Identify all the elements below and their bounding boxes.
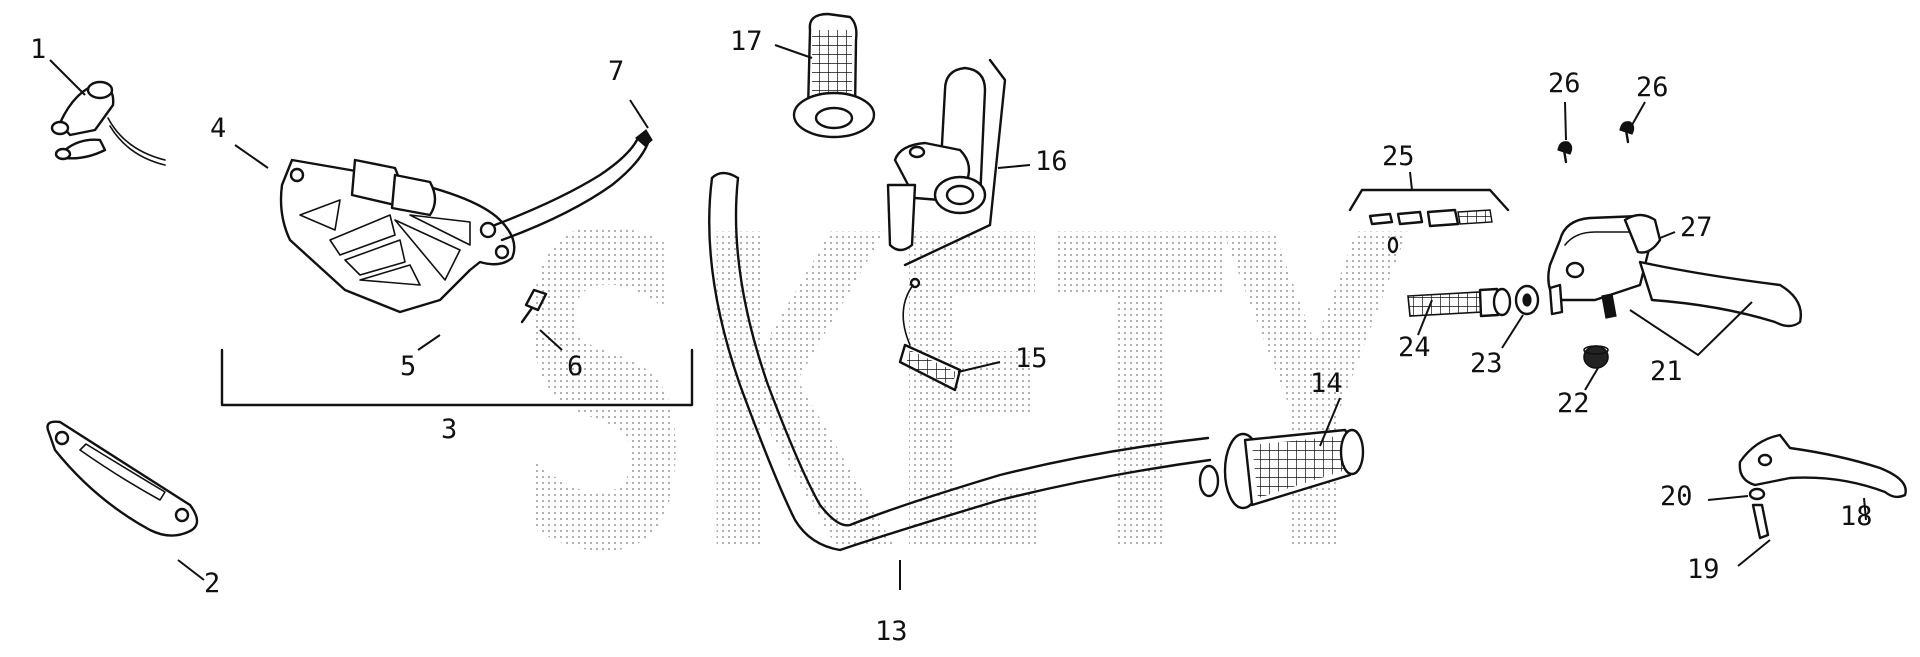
watermark: SKETY xyxy=(515,147,1408,647)
part-7-wire-harness xyxy=(493,129,653,242)
part-20-washer xyxy=(1748,487,1766,501)
part-26-screw xyxy=(1557,141,1573,164)
part-3-assembly-bracket xyxy=(220,348,694,407)
label-part-3: 3 xyxy=(441,414,457,445)
label-part-4: 4 xyxy=(210,113,226,144)
label-part-1: 1 xyxy=(30,34,46,65)
part-22-nut xyxy=(1583,345,1609,369)
label-part-27: 27 xyxy=(1680,212,1713,243)
label-part-20: 20 xyxy=(1660,481,1693,512)
part-27-master-cylinder xyxy=(1547,213,1802,328)
label-part-6: 6 xyxy=(567,351,583,382)
part-2-mounting-plate xyxy=(46,420,199,537)
label-part-26-right: 26 xyxy=(1636,72,1669,103)
label-part-14: 14 xyxy=(1310,368,1343,399)
part-18-lever xyxy=(1738,433,1907,499)
label-part-18: 18 xyxy=(1840,501,1873,532)
part-24-adjuster-bolt xyxy=(1407,287,1512,318)
label-part-23: 23 xyxy=(1470,348,1503,379)
label-part-7: 7 xyxy=(608,56,624,87)
part-17-grip xyxy=(792,12,876,139)
part-4-switch-housing xyxy=(279,158,516,314)
label-part-16: 16 xyxy=(1035,146,1068,177)
part-1-switch-clamp xyxy=(50,80,166,166)
label-part-21: 21 xyxy=(1650,356,1683,387)
label-part-24: 24 xyxy=(1398,332,1431,363)
part-19-bolt xyxy=(1751,503,1770,540)
part-26-screw xyxy=(1619,121,1635,144)
label-part-25: 25 xyxy=(1382,141,1415,172)
part-15-throttle-cable xyxy=(898,277,962,392)
label-part-19: 19 xyxy=(1687,554,1720,585)
part-16-throttle-housing xyxy=(886,58,1007,267)
label-part-15: 15 xyxy=(1015,343,1048,374)
part-number-labels: 1 2 3 4 5 6 7 13 14 15 16 17 18 19 20 21… xyxy=(30,26,1873,647)
part-23-washer xyxy=(1514,284,1540,316)
part-13-handlebar xyxy=(708,171,1220,552)
label-part-17: 17 xyxy=(730,26,763,57)
part-25-adjuster-kit xyxy=(1348,188,1510,254)
part-6-screw xyxy=(520,288,548,324)
leader-lines xyxy=(49,44,1867,590)
label-part-2: 2 xyxy=(204,568,220,599)
label-part-22: 22 xyxy=(1557,388,1590,419)
label-part-26-left: 26 xyxy=(1548,68,1581,99)
part-14-grip xyxy=(1223,428,1365,510)
label-part-13: 13 xyxy=(875,616,908,647)
label-part-5: 5 xyxy=(400,351,416,382)
